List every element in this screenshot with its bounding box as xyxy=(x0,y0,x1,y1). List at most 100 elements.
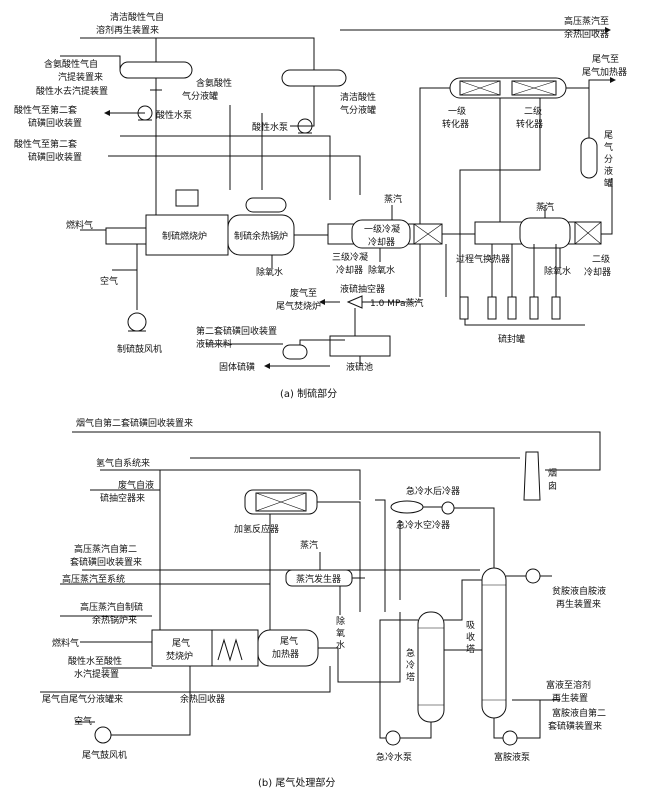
label-ammonia-acid-in-2: 汽提装置来 xyxy=(58,71,103,83)
part-b-labels: 烟气自第二套硫磺回收装置来 氢气自系统来 废气自液 硫抽空器来 加氢反应器 烟 … xyxy=(42,417,606,789)
tail-gas-knockout-drum xyxy=(580,137,598,179)
label-tail-gas-from-knockout: 尾气自尾气分液罐来 xyxy=(42,693,123,705)
label-hp-steam-from-boiler-2: 余热锅炉来 xyxy=(92,614,137,626)
part-b-tail-gas-treatment: 烟气自第二套硫磺回收装置来 氢气自系统来 废气自液 硫抽空器来 加氢反应器 烟 … xyxy=(40,417,606,789)
clean-acid-gas-knockout-drum xyxy=(281,69,347,100)
label-deoxy-water-2: 除氧水 xyxy=(368,264,395,276)
part-a-sulfur-recovery: 清洁酸性气自 溶剂再生装置来 含氨酸性气自 汽提装置来 酸性水去汽提装置 含氨酸… xyxy=(14,11,627,400)
label-acid-water-pump-2: 酸性水泵 xyxy=(252,121,288,133)
part-a-piping xyxy=(60,27,616,369)
label-second-converter-1: 二级 xyxy=(524,105,542,117)
label-first-cooler-2: 冷却器 xyxy=(368,236,395,248)
quench-after-cooler xyxy=(441,501,455,515)
label-tail-knockout-2: 气 xyxy=(604,141,613,153)
label-deoxy-water-b-2: 氧 xyxy=(336,627,345,639)
label-flue-gas-from-second: 烟气自第二套硫磺回收装置来 xyxy=(76,417,193,429)
label-exhaust-to-incinerator-2: 尾气焚烧炉 xyxy=(276,300,321,312)
rich-amine-pump xyxy=(502,730,518,746)
label-absorber-2: 收 xyxy=(466,631,475,643)
label-deoxy-water-1: 除氧水 xyxy=(256,266,283,278)
label-quench-tower-2: 冷 xyxy=(406,659,415,671)
label-tail-blower: 尾气鼓风机 xyxy=(82,749,127,761)
liquid-sulfur-pit xyxy=(329,335,391,357)
label-clean-knockout-1: 清洁酸性 xyxy=(340,91,376,103)
label-absorber-1: 吸 xyxy=(466,620,475,631)
label-from-second-sulfur-2: 硫磺回收装置 xyxy=(28,151,82,163)
first-converter xyxy=(449,77,567,99)
label-clean-acid-gas-2: 溶剂再生装置来 xyxy=(96,24,159,36)
label-absorber-3: 塔 xyxy=(466,643,475,655)
quench-tower xyxy=(417,611,445,723)
label-to-second-sulfur-1: 酸性气至第二套 xyxy=(14,104,77,116)
label-tail-heater-2: 加热器 xyxy=(272,648,299,660)
lean-amine-pump xyxy=(525,568,541,584)
label-liquid-sulfur-ejector: 液硫抽空器 xyxy=(340,283,385,295)
label-waste-heat-boiler: 制硫余热锅炉 xyxy=(234,230,288,242)
label-steam-2: 蒸汽 xyxy=(536,201,554,213)
label-mp-steam: 1.0 MPa蒸汽 xyxy=(370,297,423,309)
label-lean-amine-1: 贫胺液自胺液 xyxy=(552,585,606,597)
label-hydrogenation-reactor: 加氢反应器 xyxy=(234,523,279,535)
label-air-b: 空气 xyxy=(74,715,92,727)
part-b-piping xyxy=(40,431,601,739)
label-quench-air-cooler: 急冷水空冷器 xyxy=(396,519,450,531)
label-incinerator-2: 焚烧炉 xyxy=(166,650,193,662)
label-clean-knockout-2: 气分液罐 xyxy=(340,104,376,116)
label-tail-knockout-1: 尾 xyxy=(604,130,613,141)
label-clean-acid-gas-1: 清洁酸性气自 xyxy=(110,11,164,23)
label-tail-knockout-4: 液 xyxy=(604,165,613,177)
label-quench-pump: 急冷水泵 xyxy=(376,751,412,763)
label-tail-heater-1: 尾气 xyxy=(280,635,298,647)
label-second-cooler-1: 二级 xyxy=(592,253,610,265)
part-a-labels: 清洁酸性气自 溶剂再生装置来 含氨酸性气自 汽提装置来 酸性水去汽提装置 含氨酸… xyxy=(14,11,627,400)
label-from-second-sulfur-1: 酸性气至第二套 xyxy=(14,138,77,150)
label-hp-steam-to-system: 高压蒸汽至系统 xyxy=(62,573,125,585)
label-rich-amine-in-1: 富胺液自第二 xyxy=(552,707,606,719)
waste-heat-boiler-box xyxy=(227,197,295,256)
label-solid-sulfur: 固体硫磺 xyxy=(219,361,255,373)
label-to-second-sulfur-2: 硫磺回收装置 xyxy=(28,117,82,129)
label-first-cooler-1: 一级冷凝 xyxy=(364,223,400,235)
label-ammonia-knockout-2: 气分液罐 xyxy=(182,90,218,102)
label-second-converter-2: 转化器 xyxy=(516,118,543,130)
label-steam-1: 蒸汽 xyxy=(384,193,402,205)
label-exhaust-to-incinerator-1: 废气至 xyxy=(290,287,317,299)
label-second-unit-liquid-2: 液硫来料 xyxy=(196,338,232,350)
label-process-exchanger: 过程气换热器 xyxy=(456,253,510,265)
label-chimney-1: 烟 xyxy=(548,467,557,479)
solid-sulfur-drum xyxy=(282,344,308,360)
label-lean-amine-2: 再生装置来 xyxy=(556,598,601,610)
label-blower: 制硫鼓风机 xyxy=(117,343,162,355)
label-acid-water-to-stripper: 酸性水去汽提装置 xyxy=(36,85,108,97)
label-third-cooler-2: 冷却器 xyxy=(336,264,363,276)
label-hp-steam-from-second-2: 套硫磺回收装置来 xyxy=(70,556,142,568)
label-acid-water-pump-1: 酸性水泵 xyxy=(156,109,192,121)
caption-part-a: (a) 制硫部分 xyxy=(280,387,337,400)
label-tail-knockout-3: 分 xyxy=(604,154,613,165)
quench-air-cooler xyxy=(390,500,424,514)
label-ammonia-acid-in-1: 含氨酸性气自 xyxy=(44,58,98,70)
label-acid-water-to-stripper-1: 酸性水至酸性 xyxy=(68,655,122,667)
label-deoxy-water-b-3: 水 xyxy=(336,639,345,651)
hydrogenation-reactor xyxy=(244,489,318,515)
label-rich-amine-out-2: 再生装置 xyxy=(552,692,588,704)
label-hydrogen-from-system: 氢气自系统来 xyxy=(96,457,150,469)
label-hp-steam-from-second-1: 高压蒸汽自第二 xyxy=(74,543,137,555)
label-second-unit-liquid-1: 第二套硫磺回收装置 xyxy=(196,325,277,337)
label-rich-amine-in-2: 套硫磺装置来 xyxy=(548,720,602,732)
tail-blower xyxy=(94,726,112,744)
sulfur-seal-drums xyxy=(459,296,561,320)
label-fuel-gas: 燃料气 xyxy=(66,219,93,231)
label-rich-amine-out-1: 富液至溶剂 xyxy=(546,679,591,691)
furnace-box xyxy=(105,189,229,256)
label-second-cooler-2: 冷却器 xyxy=(584,266,611,278)
label-quench-tower-1: 急 xyxy=(406,647,415,659)
label-steam-b: 蒸汽 xyxy=(300,539,318,551)
label-hp-steam-out-2: 余热回收器 xyxy=(564,28,609,40)
label-first-converter-1: 一级 xyxy=(448,105,466,117)
label-deoxy-water-3: 除氧水 xyxy=(544,265,571,277)
label-air: 空气 xyxy=(100,275,118,287)
first-condenser-box xyxy=(327,219,443,249)
label-sulfur-seal: 硫封罐 xyxy=(498,333,525,345)
